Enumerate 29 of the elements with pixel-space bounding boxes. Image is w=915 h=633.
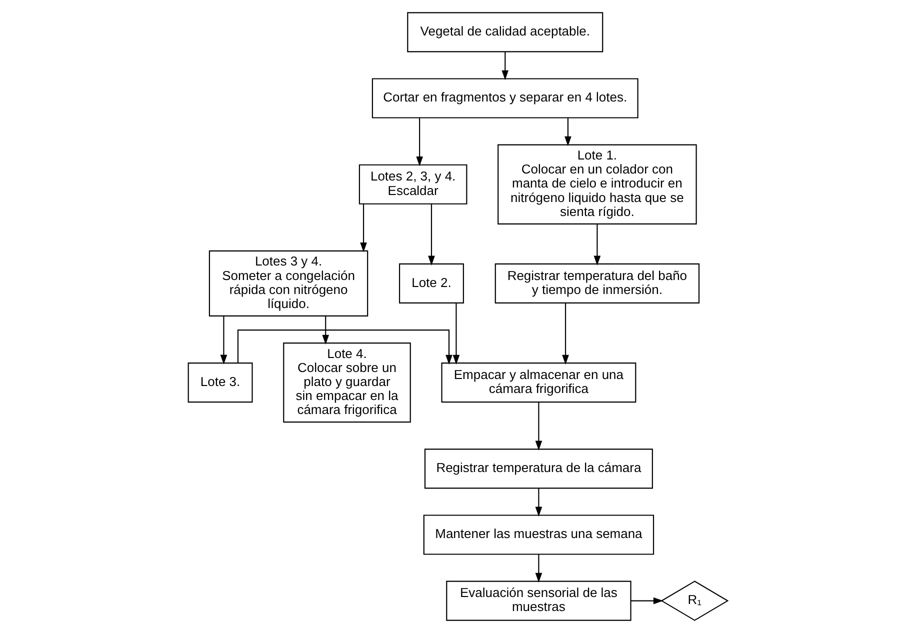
arrow xyxy=(236,330,452,365)
arrow xyxy=(360,204,366,252)
node-box: Evaluación sensorial de las muestras xyxy=(446,580,631,621)
arrow xyxy=(428,204,434,266)
node-box: Mantener las muestras una semana xyxy=(422,514,654,555)
arrow xyxy=(534,488,542,517)
node-box: Registrar temperatura de la cámara xyxy=(424,448,652,489)
node-box: Vegetal de calidad aceptable. xyxy=(406,12,603,52)
arrow xyxy=(534,402,542,451)
node-box: Lote 4. Colocar sobre un plato y guardar sin empacar en la cámara frigorifica xyxy=(282,342,410,423)
node-box: Cortar en fragmentos y separar en 4 lotes. xyxy=(371,78,638,118)
arrow xyxy=(562,303,568,365)
arrow xyxy=(593,224,600,266)
node-box: Lote 3. xyxy=(187,362,252,403)
arrow xyxy=(220,316,227,365)
node-box: Lote 2. xyxy=(398,263,464,304)
node-box: Lotes 3 y 4. Someter a congelación rápida con nitrógeno líquido. xyxy=(208,250,368,316)
node-box: Registrar temperatura del baño y tiempo de inmersión. xyxy=(494,263,700,304)
arrow xyxy=(452,303,460,365)
arrow xyxy=(564,118,571,146)
arrow xyxy=(416,118,422,166)
arrow xyxy=(630,597,663,604)
arrow xyxy=(501,52,508,80)
arrow xyxy=(534,554,542,583)
node-diamond: R₁ xyxy=(660,580,728,621)
node-box: Lotes 2, 3, y 4. Escaldar xyxy=(358,164,467,204)
arrow xyxy=(322,316,329,345)
node-box: Empacar y almacenar en una cámara frigorifica xyxy=(440,362,636,403)
node-box: Lote 1. Colocar en un colador con manta de cielo e introducir en nitrógeno liquido hasta que se sienta rígido. xyxy=(497,144,696,224)
